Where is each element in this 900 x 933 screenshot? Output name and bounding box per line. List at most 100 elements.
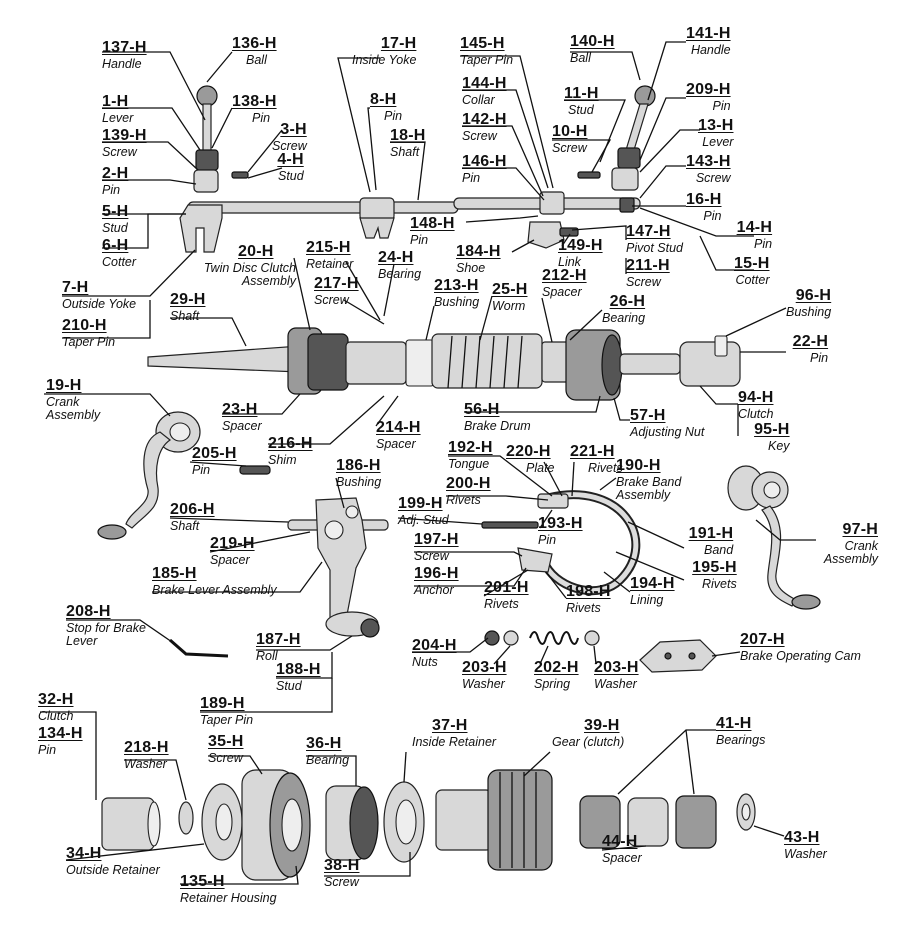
leader-56 [464,395,601,413]
part-description: Pin [754,237,773,251]
spring-stack [484,630,600,646]
leader-219 [209,531,311,553]
part-description: Screw [462,129,497,143]
part-number: 26-H [609,293,646,310]
part-number: 136-H [232,35,277,52]
leader-217 [343,299,385,325]
part-description: Inside Yoke [352,53,417,67]
part-number: 212-H [542,267,587,284]
part-description: Brake Lever Assembly [152,583,277,597]
part-number: 196-H [414,565,459,582]
part-number: 145-H [460,35,505,52]
part-number: 201-H [484,579,529,596]
leader-25 [479,295,493,341]
part-number: 141-H [686,25,731,42]
part-number: 143-H [686,153,731,170]
part-description: Rivets [484,597,519,611]
leader-201 [483,569,529,597]
part-description: Taper Pin [200,713,254,727]
part-description: Adj. Stud [398,513,449,527]
part-number: 197-H [414,531,459,548]
part-number: 194-H [630,575,675,592]
leader-24 [383,263,395,317]
part-number: 14-H [736,219,773,236]
part-number: 192-H [448,439,493,456]
leader-214 [375,395,399,427]
part-description: Screw [272,139,307,153]
leader-189 [200,678,333,713]
part-description: Shaft [170,309,200,323]
part-number: 184-H [456,243,501,260]
part-number: 34-H [66,845,102,862]
leader-205 [189,461,247,467]
part-description: Clutch [38,709,74,723]
part-description: Lever [702,135,734,149]
part-description: Outside Yoke [62,297,137,311]
part-description: Bearing [602,311,646,325]
right-crank [727,465,821,610]
part-description: Washer [784,847,827,861]
leader-19 [44,393,171,417]
leader-186 [335,477,345,509]
part-description: Nuts [412,655,438,669]
leader-137 [102,51,206,121]
part-number: 209-H [686,81,731,98]
leader-210 [62,300,151,339]
leader-187 [256,635,353,651]
leader-141 [647,41,686,101]
leader-221 [571,461,575,497]
part-description: Pin [538,533,557,547]
leader-3 [247,129,283,173]
part-description: Spacer [222,419,262,433]
leader-185 [152,561,323,593]
leader-57 [613,397,630,421]
part-description: Pin [192,463,211,477]
part-number: 25-H [492,281,528,298]
part-number: 211-H [626,257,670,274]
part-number: 138-H [232,93,277,110]
part-number: 11-H [564,85,599,102]
part-number: 187-H [256,631,301,648]
part-description: Screw [208,751,243,765]
part-number: 208-H [66,603,111,620]
leader-192 [448,455,553,497]
leader-7 [62,249,196,297]
part-description: Stud [102,221,128,235]
part-description: Ball [570,51,591,65]
left-handle-assembly [179,85,249,253]
part-description: Pin [102,183,121,197]
part-number: 134-H [38,725,83,742]
leader-36 [306,755,357,786]
part-number: 147-H [626,223,671,240]
part-number: 5-H [102,203,129,220]
leader-203a [493,645,511,665]
part-number: 57-H [630,407,666,424]
leader-136 [206,51,233,83]
part-number: 4-H [277,151,304,168]
part-description: Pin [462,171,481,185]
leader-26 [569,309,603,341]
